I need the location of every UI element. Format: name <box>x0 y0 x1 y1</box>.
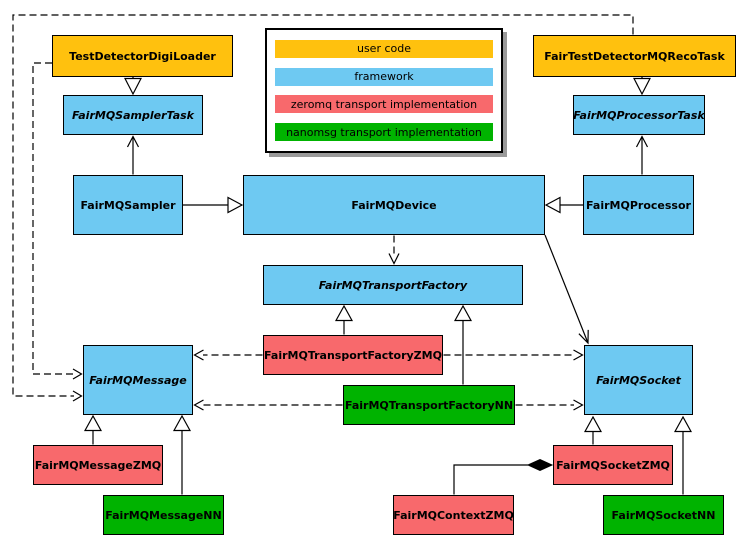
class-box-fair-mq-message-zmq: FairMQMessageZMQ <box>33 445 163 485</box>
dependency-arrowhead <box>72 368 83 380</box>
dependency-arrowhead <box>573 399 584 411</box>
inheritance-triangle <box>172 414 192 432</box>
class-box-fair-mq-sampler: FairMQSampler <box>73 175 183 235</box>
inheritance-triangle <box>334 304 354 322</box>
inheritance-triangle <box>673 415 693 433</box>
class-box-fair-mq-processor: FairMQProcessor <box>583 175 694 235</box>
dependency-arrowhead <box>573 349 584 361</box>
class-box-fair-mq-socket-nn: FairMQSocketNN <box>603 495 724 535</box>
class-box-test-detector-digi-loader: TestDetectorDigiLoader <box>52 35 233 77</box>
class-box-fair-mq-device: FairMQDevice <box>243 175 545 235</box>
class-box-fair-mq-socket: FairMQSocket <box>584 345 693 415</box>
dependency-arrowhead <box>388 253 400 265</box>
legend-box: user code framework zeromq transport imp… <box>265 28 503 153</box>
inheritance-triangle <box>633 77 651 96</box>
class-box-fair-mq-message: FairMQMessage <box>83 345 193 415</box>
dependency-recotask-to-message <box>12 14 634 397</box>
dependency-arrowhead <box>72 390 83 402</box>
legend-item-user-code: user code <box>275 39 493 58</box>
association-arrowhead <box>578 329 589 345</box>
composition-contextzmq-to-socketzmq <box>453 464 528 495</box>
inheritance-triangle <box>544 196 561 214</box>
class-box-fair-mq-transport-factory-nn: FairMQTransportFactoryNN <box>343 385 515 425</box>
association-device-to-socket <box>544 234 589 344</box>
class-box-fair-mq-message-nn: FairMQMessageNN <box>103 495 224 535</box>
legend-item-framework: framework <box>275 67 493 86</box>
class-box-fair-mq-sampler-task: FairMQSamplerTask <box>63 95 203 135</box>
class-box-fair-mq-transport-factory-zmq: FairMQTransportFactoryZMQ <box>263 335 443 375</box>
legend-item-nanomsg: nanomsg transport implementation <box>275 123 493 142</box>
inheritance-triangle <box>83 414 103 432</box>
inheritance-triangle <box>227 196 244 214</box>
class-box-fair-mq-context-zmq: FairMQContextZMQ <box>393 495 514 535</box>
class-box-fair-mq-transport-factory: FairMQTransportFactory <box>263 265 523 305</box>
class-box-fair-mq-socket-zmq: FairMQSocketZMQ <box>553 445 673 485</box>
inheritance-triangle <box>583 415 603 433</box>
legend-item-zeromq: zeromq transport implementation <box>275 95 493 114</box>
inheritance-triangle <box>453 304 473 322</box>
association-arrowhead <box>126 135 140 148</box>
inheritance-triangle <box>124 77 142 96</box>
association-arrowhead <box>635 135 649 148</box>
class-box-fair-test-detector-mq-reco-task: FairTestDetectorMQRecoTask <box>533 35 736 77</box>
dependency-arrowhead <box>193 399 204 411</box>
dependency-arrowhead <box>193 349 204 361</box>
composition-diamond <box>526 458 554 472</box>
class-box-fair-mq-processor-task: FairMQProcessorTask <box>573 95 705 135</box>
